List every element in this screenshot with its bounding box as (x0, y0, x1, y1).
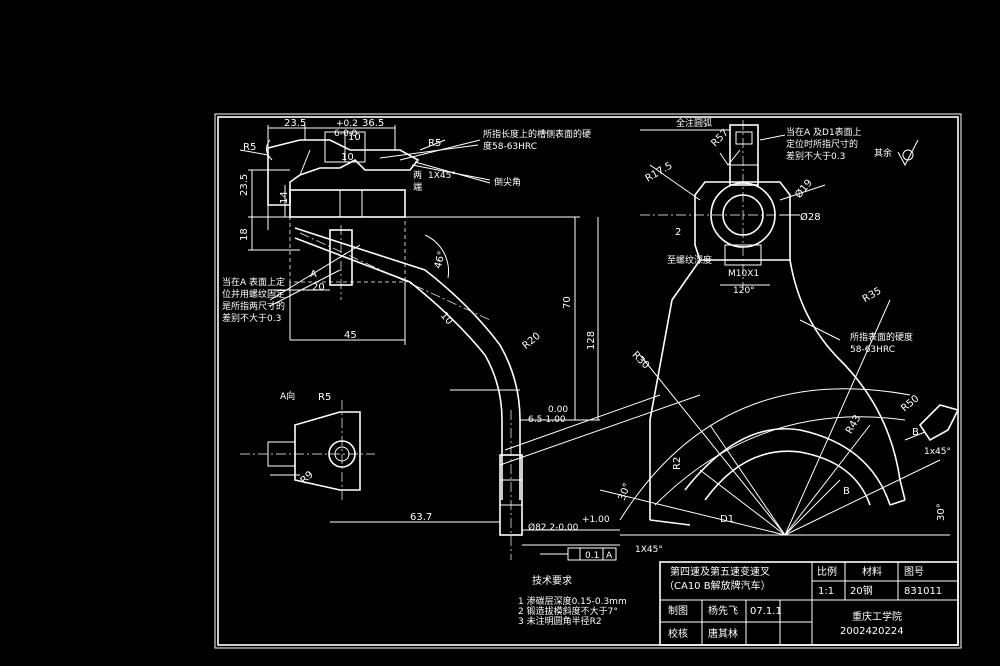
note-both-ends: 两 (413, 170, 422, 181)
drawn-label: 制图 (668, 604, 688, 617)
dim-23-5-left: 23.5 (239, 174, 250, 196)
dim-p100: +1.00 (582, 515, 610, 525)
tech-req-item-1: 1 渗碳层深度0.15-0.3mm (518, 595, 627, 607)
dim-6-5: 6.5-1.00 (528, 415, 566, 425)
dim-r35: R35 (861, 286, 884, 305)
dim-r5: R5 (243, 142, 256, 153)
dim-45: 45 (344, 330, 357, 341)
fork-view-right (499, 120, 960, 536)
drawing-no-value: 831011 (904, 586, 942, 597)
note-view-a: A向 (280, 390, 295, 402)
dim-2: 2 (675, 227, 681, 238)
view-a (240, 400, 375, 500)
dim-14: 14 (279, 191, 290, 204)
note-rest: 其余 (874, 147, 892, 159)
dim-d1: D1 (720, 514, 734, 525)
dim-phi28: Ø28 (800, 211, 821, 223)
part-name-1: 第四速及第五速变速叉 (670, 565, 770, 578)
dim-63-7: 63.7 (410, 512, 432, 523)
note-chamfer: 1X45° (428, 171, 456, 181)
drawn-date: 07.1.1 (750, 606, 782, 617)
note-face-a-2: 位并用螺纹固定 (222, 288, 285, 300)
dim-tol-bot: 6-0.0 (334, 129, 358, 139)
dim-r2: R2 (672, 457, 683, 470)
material-value: 20钢 (850, 584, 873, 597)
note-hardness-top: 所指长度上的槽侧表面的硬 (483, 128, 591, 140)
check-label: 校核 (668, 627, 688, 640)
note-all-around: 全注圆弧 (676, 117, 712, 129)
note-face-a-3: 是所指两尺寸的 (222, 300, 285, 312)
dim-phi19: Ø19 (792, 177, 814, 201)
dim-18: 18 (239, 228, 250, 241)
dim-1x45-a: 1X45° (635, 545, 663, 555)
tech-req-item-2: 2 锻造拔模斜度不大于7° (518, 605, 618, 617)
note-hardness-right-1: 所指表面的硬度 (850, 331, 913, 343)
note-fillet-tip: 倒尖角 (494, 176, 521, 188)
dim-r30: R30 (630, 350, 652, 372)
dim-0-00: 0.00 (548, 405, 568, 415)
dim-10-b: 10 (438, 310, 455, 327)
dim-46deg: 46° (433, 250, 448, 270)
dim-m10: M10X1 (728, 269, 759, 279)
dim-r17-5: R17.5 (644, 160, 675, 184)
note-face-ad1-3: 差别不大于0.3 (786, 150, 845, 162)
dim-36-5: 36.5 (362, 118, 384, 129)
dim-r57: R57 (709, 127, 731, 149)
drawing-no-label: 图号 (904, 566, 924, 578)
note-thread-depth: 至螺纹深度 (667, 254, 712, 266)
dim-30-b: 30° (936, 503, 947, 521)
note-face-a-4: 差别不大于0.3 (222, 312, 281, 324)
front-view-left (239, 125, 620, 561)
note-both-ends-2: 端 (413, 181, 422, 193)
check-name: 唐其林 (708, 627, 738, 640)
note-hardness-right-2: 58-63HRC (850, 345, 895, 355)
dim-b2: B (843, 486, 850, 497)
title-block (659, 561, 959, 646)
material-label: 材料 (862, 565, 882, 578)
dim-r20: R20 (521, 331, 543, 352)
dim-23-5-top: 23.5 (284, 118, 306, 129)
dim-r5-c: R5 (318, 392, 331, 403)
part-name-2: （CA10 B解放牌汽车） (664, 579, 771, 592)
note-face-a-1: 当在A 表面上定 (222, 276, 285, 288)
note-hardness-top-2: 度58-63HRC (483, 140, 537, 152)
dim-r5-b: R5 (428, 138, 441, 149)
dim-128: 128 (586, 331, 597, 350)
note-face-ad1-2: 定位时所指尺寸的 (786, 138, 858, 150)
dim-a: A (310, 269, 317, 280)
inner-frame (217, 116, 959, 646)
dim-10-c: 10 (348, 132, 361, 143)
dim-70: 70 (562, 296, 573, 309)
dim-20: 20 (312, 282, 325, 293)
dim-10: 10 (341, 152, 354, 163)
dim-1x45-c: 1x45° (924, 447, 951, 457)
note-face-ad1-1: 当在A 及D1表面上 (786, 126, 862, 138)
dim-0-1-a: A (606, 551, 613, 561)
scale-label: 比例 (817, 565, 837, 578)
dim-tol-top: +0.2 (336, 119, 358, 129)
dim-b1: B (912, 427, 919, 438)
dim-phi-82: Ø82.2-0.00 (528, 522, 579, 533)
tech-req-title: 技术要求 (532, 574, 572, 587)
scale-value: 1:1 (818, 586, 834, 597)
school-name: 重庆工学院 (852, 610, 902, 623)
dim-0-1: 0.1 (585, 551, 599, 561)
dim-120: 120° (733, 286, 755, 296)
tech-req-item-3: 3 未注明圆角半径R2 (518, 615, 602, 627)
drawn-name: 杨先飞 (708, 604, 738, 617)
dim-30-a: 30° (617, 482, 633, 502)
outer-frame (214, 113, 962, 649)
dim-r50: R50 (899, 393, 921, 414)
student-id: 2002420224 (840, 626, 904, 637)
